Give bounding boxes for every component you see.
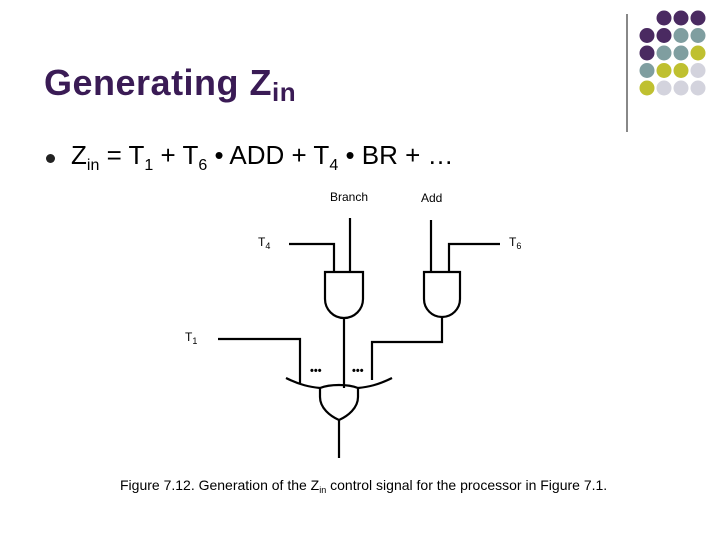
decorative-dot xyxy=(656,10,672,26)
decorative-dot xyxy=(673,63,689,78)
wire-t1 xyxy=(218,337,302,383)
ellipsis-left: ••• xyxy=(310,365,322,377)
wire-t4 xyxy=(289,242,336,272)
decorative-dot xyxy=(639,28,655,43)
decorative-dot xyxy=(690,28,706,43)
title-main: Generating Z xyxy=(44,62,273,103)
equation-text: Zin = T1 + T6 • ADD + T4 • BR + … xyxy=(71,140,454,174)
decorative-dot xyxy=(639,45,655,61)
bullet-dot-icon xyxy=(46,154,55,163)
decorative-dot xyxy=(656,80,672,96)
decorative-dot xyxy=(690,45,706,61)
and-gate-left xyxy=(323,270,365,320)
decorative-dot xyxy=(639,63,655,78)
wire-t6 xyxy=(447,242,500,272)
decorative-dot xyxy=(690,10,706,26)
decorative-dot xyxy=(690,63,706,78)
decorative-dot xyxy=(656,45,672,61)
figure-caption: Figure 7.12. Generation of the Zin contr… xyxy=(120,477,608,495)
decorative-dot xyxy=(656,28,672,43)
label-branch: Branch xyxy=(330,190,368,204)
wire-and-right-out xyxy=(370,317,444,380)
title-subscript: in xyxy=(272,77,297,107)
decorative-dot xyxy=(673,28,689,43)
label-t4: T4 xyxy=(258,235,270,251)
label-add: Add xyxy=(421,191,442,205)
or-gate xyxy=(318,383,360,422)
decorative-dot xyxy=(656,63,672,78)
decorative-dot xyxy=(673,10,689,26)
decorative-dot xyxy=(690,80,706,96)
slide-title: Generating Zin xyxy=(44,62,296,108)
decorative-dot xyxy=(673,45,689,61)
and-gate-right xyxy=(422,270,462,319)
decorative-dot xyxy=(639,80,655,96)
decorative-dot xyxy=(673,80,689,96)
label-t6: T6 xyxy=(509,235,521,251)
label-t1: T1 xyxy=(185,330,197,346)
or-input-curve xyxy=(285,377,393,390)
ellipsis-right: ••• xyxy=(352,365,364,377)
